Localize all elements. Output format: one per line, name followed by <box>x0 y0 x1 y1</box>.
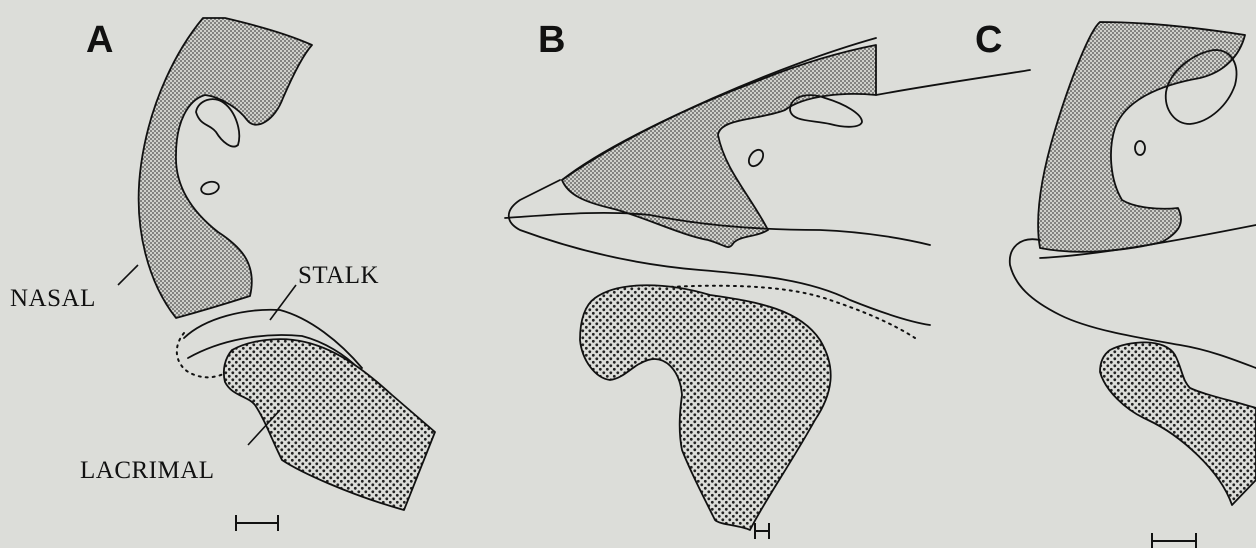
panel-c-letter: C <box>975 19 1002 61</box>
panel-b-upper-outline-right <box>876 70 1030 95</box>
stalk-label: STALK <box>298 262 379 289</box>
panel-a-nasal-leader <box>118 265 138 285</box>
panel-b-nasal-bone <box>562 45 876 247</box>
panel-b: B <box>505 19 1030 539</box>
nasal-label: NASAL <box>10 285 96 312</box>
panel-a-stalk-dotted <box>177 333 228 377</box>
panel-a-nasal-bone <box>139 18 312 318</box>
panel-c-scale-bar <box>1152 533 1196 548</box>
panel-a: A NASAL STALK LACRIMAL <box>10 18 435 531</box>
panel-a-scale-bar <box>236 515 278 531</box>
panel-b-scale-bar <box>755 523 769 539</box>
lacrimal-label: LACRIMAL <box>80 457 215 484</box>
panel-b-letter: B <box>538 19 565 61</box>
panel-a-foramen-small <box>200 180 220 196</box>
panel-c-nasal-bone <box>1038 22 1245 252</box>
panel-c-foramen-small <box>1135 141 1145 155</box>
panel-a-letter: A <box>86 19 113 61</box>
panel-b-lacrimal-bone <box>580 285 831 530</box>
panel-a-lacrimal-bone <box>224 339 435 510</box>
panel-c-lacrimal-bone <box>1100 342 1256 505</box>
panel-b-foramen-small <box>746 147 766 169</box>
panel-c: C <box>975 19 1256 548</box>
